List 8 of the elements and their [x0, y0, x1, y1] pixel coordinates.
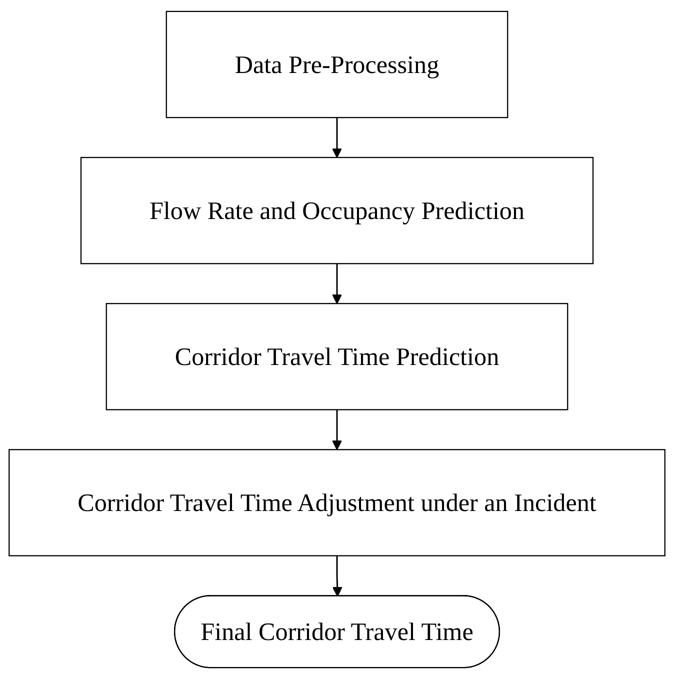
node-box: Corridor Travel Time Prediction — [106, 302, 568, 410]
arrow — [332, 118, 342, 158]
node-box: Data Pre-Processing — [166, 10, 508, 118]
arrow — [332, 264, 342, 304]
node-box: Flow Rate and Occupancy Prediction — [80, 156, 594, 264]
node-box: Corridor Travel Time Adjustment under an Incident — [8, 449, 666, 556]
arrow — [332, 410, 342, 450]
arrow — [332, 556, 342, 597]
